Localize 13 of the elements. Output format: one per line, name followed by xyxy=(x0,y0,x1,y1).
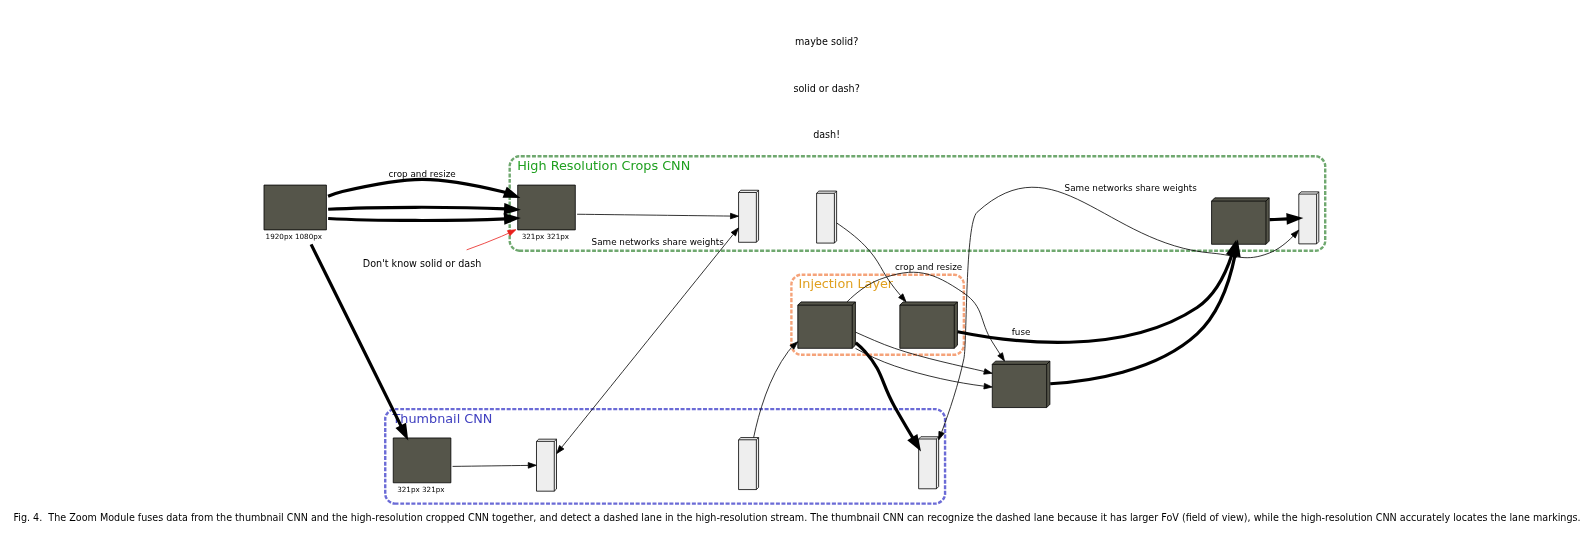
node-label: 321px 321px xyxy=(397,484,445,494)
node-label: 1920px 1080px xyxy=(265,231,323,241)
edge-label: fuse xyxy=(1011,326,1031,337)
edge-label: crop and resize xyxy=(895,261,963,272)
caption: Fig. 4. The Zoom Module fuses data from the thumbnail CNN and the high-resolution cropped CNN together, and detect a dashed lane in the high-resolution stream. The thumbnail CNN can recognize the dashed lane because it has larger FoV (field of view), while the high-resolution CNN accurately locates the lane markings. xyxy=(13,511,1581,523)
node-label: 321px 321px xyxy=(521,231,570,241)
node-text: Don't know solid or dash xyxy=(362,257,482,269)
edge-label: crop and resize xyxy=(388,168,456,179)
label: maybe solid? xyxy=(794,35,859,47)
label: dash! xyxy=(813,128,841,140)
edge-label: Same networks share weights xyxy=(591,236,724,247)
edge-label: Same networks share weights xyxy=(1064,182,1197,193)
label: solid or dash? xyxy=(793,82,860,94)
